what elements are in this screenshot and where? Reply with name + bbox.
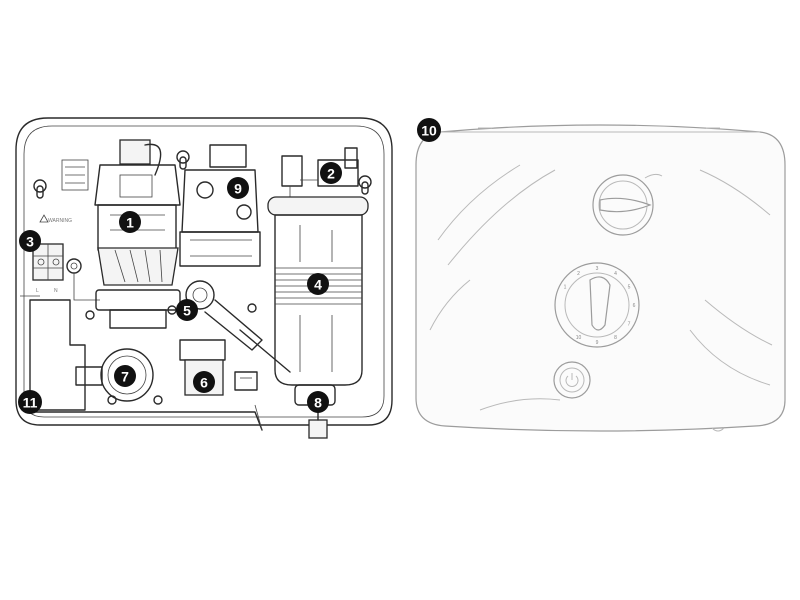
- dial-number: 3: [596, 266, 599, 272]
- mounting-slot-left: [33, 179, 47, 199]
- cable-entry-seal: [19, 401, 263, 431]
- pressure-relief-device: [179, 339, 258, 396]
- callout-number: 5: [183, 303, 191, 319]
- rating-label-text: [61, 159, 89, 191]
- warning-text: WARNING: [48, 218, 72, 224]
- callout-9: 9: [227, 177, 249, 199]
- dial-number: 7: [628, 322, 631, 328]
- heater-tank: [267, 196, 369, 386]
- callout-number: 3: [26, 234, 34, 250]
- callout-4: 4: [307, 273, 329, 295]
- dial-number: 2: [577, 271, 580, 277]
- power-icon: [565, 373, 579, 387]
- dial-number: 8: [614, 335, 617, 341]
- callout-1: 1: [119, 211, 141, 233]
- dial-number-ring: 1 2 3 4 5 6 7 8 9 10: [564, 266, 636, 346]
- pump: [85, 139, 181, 329]
- chassis-backplate: [15, 117, 393, 426]
- callout-2: 2: [320, 162, 342, 184]
- callout-11: 11: [18, 390, 42, 414]
- dial-number: 1: [564, 285, 567, 291]
- callout-number: 4: [314, 277, 322, 293]
- neutral-terminal-label: N: [54, 288, 58, 294]
- power-selector-knob[interactable]: [592, 173, 663, 236]
- callout-number: 2: [327, 166, 335, 182]
- dial-number: 4: [614, 271, 617, 277]
- callout-number: 11: [23, 395, 38, 411]
- thermal-cutout: [281, 147, 359, 198]
- dial-number: 10: [576, 335, 582, 341]
- dial-number: 6: [633, 303, 636, 309]
- callout-number: 8: [314, 395, 322, 411]
- dial-number: 5: [628, 285, 631, 291]
- flow-valve: [185, 280, 291, 373]
- mounting-slot-centre: [176, 150, 190, 170]
- callout-7: 7: [114, 365, 136, 387]
- callout-number: 10: [421, 123, 437, 139]
- terminal-block: WARNING L N: [32, 214, 100, 301]
- flow-regulator: [75, 348, 163, 405]
- callout-number: 1: [126, 215, 134, 231]
- dial-number: 9: [596, 340, 599, 346]
- callout-number: 6: [200, 375, 208, 391]
- callout-number: 7: [121, 369, 129, 385]
- callout-10: 10: [417, 118, 441, 142]
- callout-number: 9: [234, 181, 242, 197]
- temperature-dial[interactable]: 1 2 3 4 5 6 7 8 9 10: [554, 262, 640, 348]
- live-terminal-label: L: [36, 288, 39, 294]
- solenoid-valve: [179, 144, 261, 267]
- callout-6: 6: [193, 371, 215, 393]
- mounting-slot-right: [358, 175, 372, 195]
- callout-8: 8: [307, 391, 329, 413]
- callout-3: 3: [19, 230, 41, 252]
- callout-5: 5: [176, 299, 198, 321]
